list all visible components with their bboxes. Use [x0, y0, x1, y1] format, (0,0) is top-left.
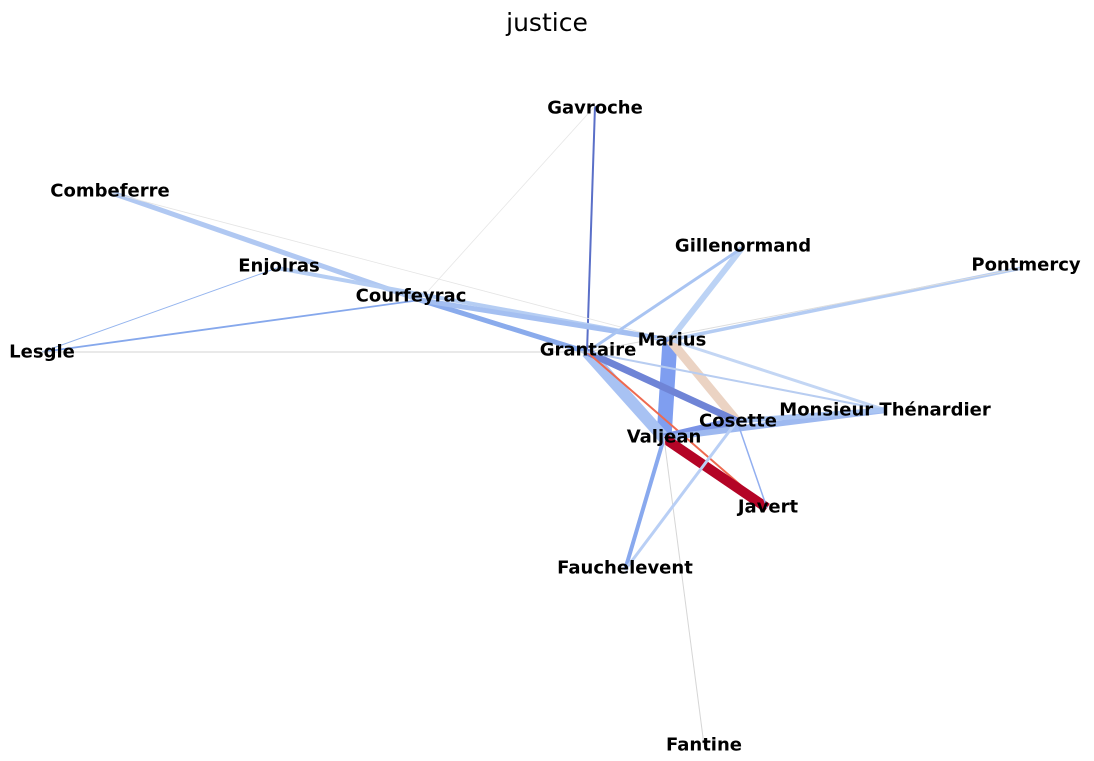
node-label-combeferre: Combeferre: [50, 181, 169, 202]
node-label-gillenormand: Gillenormand: [675, 236, 811, 257]
node-label-javert: Javert: [736, 497, 799, 518]
edge-layer: [41, 105, 1023, 746]
node-label-marius: Marius: [638, 330, 707, 351]
edge-grantaire-monsieurthenardier: [586, 351, 887, 411]
node-label-courfeyrac: Courfeyrac: [356, 286, 467, 307]
node-label-fauchelevent: Fauchelevent: [557, 558, 693, 579]
edge-marius-cosette: [666, 337, 741, 424]
edge-valjean-javert: [661, 433, 770, 513]
node-label-enjolras: Enjolras: [238, 256, 320, 277]
node-label-valjean: Valjean: [627, 427, 702, 448]
edge-cosette-monsieurthenardier: [736, 407, 887, 424]
edge-enjolras-lesgle: [41, 267, 278, 353]
edge-grantaire-valjean: [582, 347, 669, 443]
node-label-monsieurthenardier: Monsieur Thénardier: [779, 400, 991, 421]
edge-courfeyrac-lesgle: [41, 299, 421, 353]
edge-valjean-fauchelevent: [623, 437, 666, 571]
node-label-grantaire: Grantaire: [540, 340, 637, 361]
edge-valjean-fantine: [663, 437, 705, 746]
edge-gillenormand-marius: [667, 246, 745, 342]
edge-marius-monsieurthenardier: [669, 338, 887, 412]
node-label-lesgle: Lesgle: [9, 342, 75, 363]
node-label-gavroche: Gavroche: [547, 98, 643, 119]
edge-pontmercy-grantaire: [586, 267, 1023, 353]
edge-cosette-fauchelevent: [623, 420, 739, 571]
edge-pontmercy-marius: [669, 266, 1023, 342]
edge-grantaire-cosette: [585, 348, 739, 425]
node-label-cosette: Cosette: [699, 411, 777, 432]
edge-gillenormand-grantaire: [586, 246, 743, 354]
edge-gavroche-grantaire: [586, 105, 596, 353]
edge-courfeyrac-grantaire: [419, 297, 588, 355]
edge-combeferre-marius: [111, 192, 671, 341]
node-label-pontmercy: Pontmercy: [971, 255, 1080, 276]
edge-cosette-javert: [736, 420, 768, 509]
edge-courfeyrac-marius: [419, 297, 671, 343]
node-label-fantine: Fantine: [666, 735, 742, 756]
edge-combeferre-courfeyrac: [111, 190, 421, 303]
chart-title: justice: [506, 8, 588, 37]
edge-gavroche-courfeyrac: [419, 105, 596, 301]
